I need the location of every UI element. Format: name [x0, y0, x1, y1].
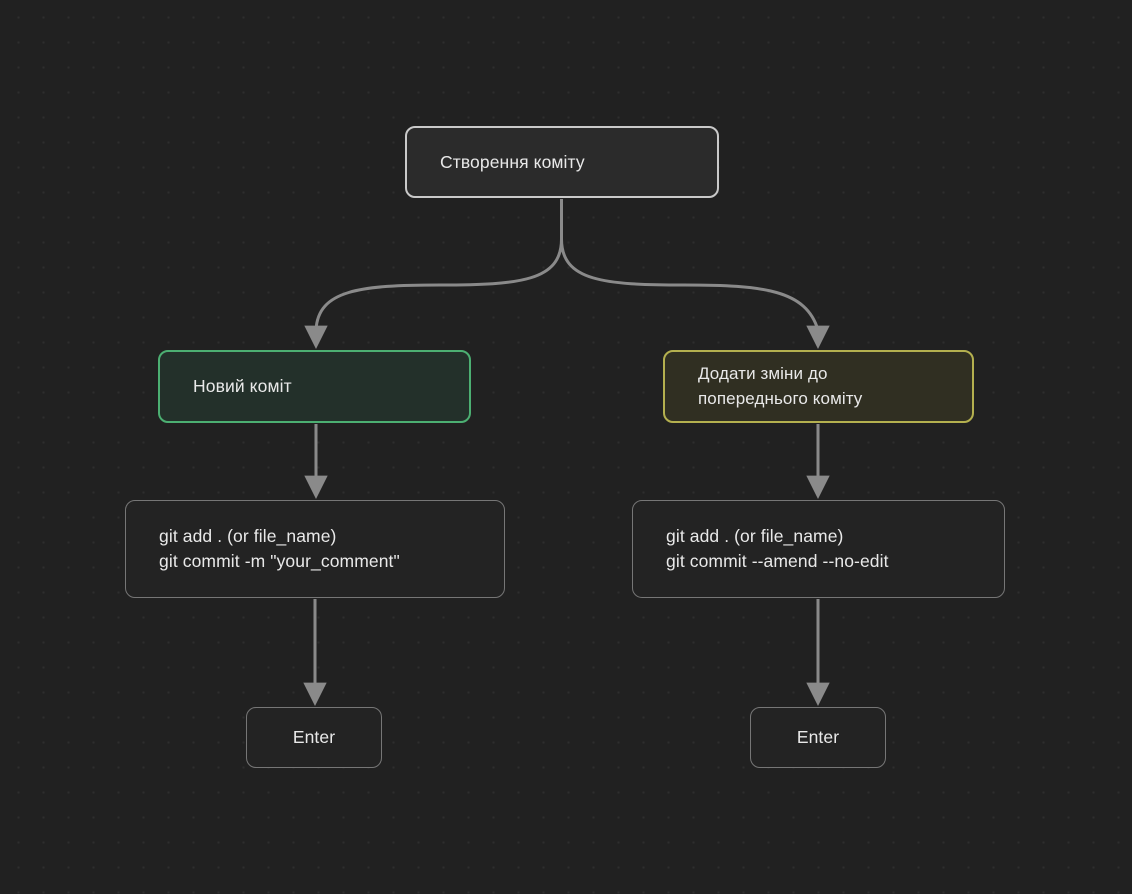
node-code-new-commit[interactable]: git add . (or file_name) git commit -m "… [125, 500, 505, 598]
edge-root-to-amend-commit [560, 199, 830, 350]
node-code-amend-commit[interactable]: git add . (or file_name) git commit --am… [632, 500, 1005, 598]
node-code-new-commit-line-1: git add . (or file_name) [159, 526, 337, 547]
node-code-amend-commit-line-2: git commit --amend --no-edit [666, 551, 889, 571]
node-code-amend-commit-line-1: git add . (or file_name) [666, 526, 844, 547]
node-create-commit-line-1: Створення коміту [440, 151, 585, 172]
node-enter-right-label: Enter [796, 727, 840, 748]
node-enter-left-label: Enter [292, 727, 336, 748]
node-amend-commit-line-2: попереднього коміту [698, 388, 863, 408]
node-new-commit-line-1: Новий коміт [193, 376, 292, 397]
node-new-commit[interactable]: Новий коміт [158, 350, 471, 423]
node-create-commit[interactable]: Створення коміту [405, 126, 719, 198]
node-amend-commit-line-1: Додати зміни до [698, 364, 828, 384]
node-enter-right[interactable]: Enter [750, 707, 886, 768]
node-enter-left[interactable]: Enter [246, 707, 382, 768]
node-code-new-commit-line-2: git commit -m "your_comment" [159, 551, 400, 571]
edge-root-to-new-commit [304, 199, 563, 350]
node-amend-commit[interactable]: Додати зміни до попереднього коміту [663, 350, 974, 423]
